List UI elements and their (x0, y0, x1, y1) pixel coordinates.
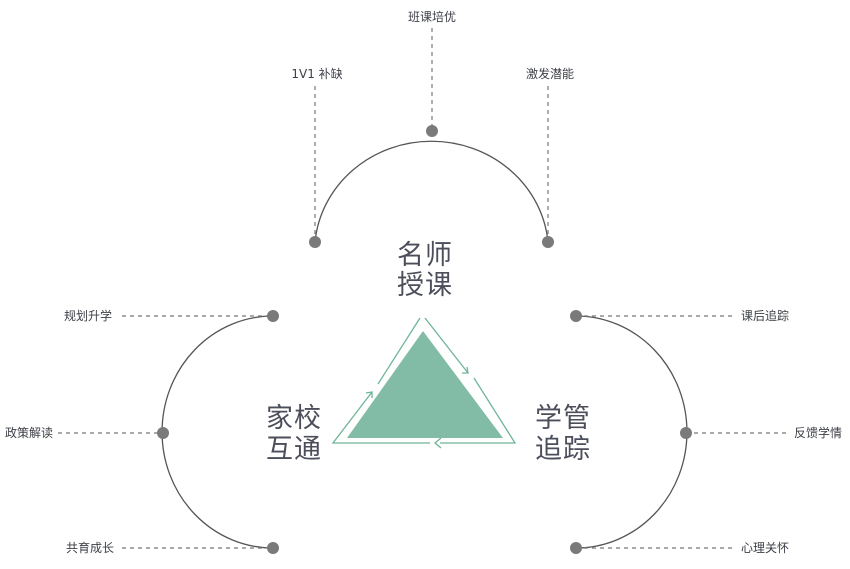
arrow-bottom (433, 437, 442, 449)
right-bottom-dot (570, 542, 582, 554)
center-left-line1: 家校 (266, 403, 322, 434)
right-label-top: 课后追踪 (741, 308, 789, 323)
right-label-middle: 反馈学情 (794, 425, 842, 440)
left-top-dot (267, 310, 279, 322)
top-left-dot (309, 236, 321, 248)
center-triangle (347, 331, 503, 438)
center-right-line2: 追踪 (535, 434, 591, 465)
left-label-bottom: 共育成长 (66, 540, 114, 555)
left-bottom-dot (267, 542, 279, 554)
arrow-left-side (365, 391, 373, 398)
left-label-middle: 政策解读 (5, 426, 53, 440)
right-label-bottom: 心理关怀 (741, 541, 789, 555)
top-label-left: 1V1 补缺 (291, 66, 342, 81)
arrow-right-side (424, 317, 469, 374)
center-left-line2: 互通 (266, 434, 322, 465)
top-label-center: 班课培优 (408, 9, 456, 24)
right-middle-dot (680, 427, 692, 439)
left-label-top: 规划升学 (64, 308, 112, 323)
center-right-line1: 学管 (535, 403, 591, 434)
cycle-arrows (331, 317, 517, 449)
left-arc (161, 315, 274, 549)
left-middle-dot (157, 427, 169, 439)
center-top-line1: 名师 (397, 240, 453, 271)
top-label-right: 激发潜能 (526, 66, 574, 81)
top-right-dot (542, 236, 554, 248)
top-arc (314, 140, 549, 243)
center-top-line2: 授课 (397, 270, 453, 301)
right-arc (575, 315, 688, 549)
right-top-dot (570, 310, 582, 322)
top-center-dot (426, 125, 438, 137)
